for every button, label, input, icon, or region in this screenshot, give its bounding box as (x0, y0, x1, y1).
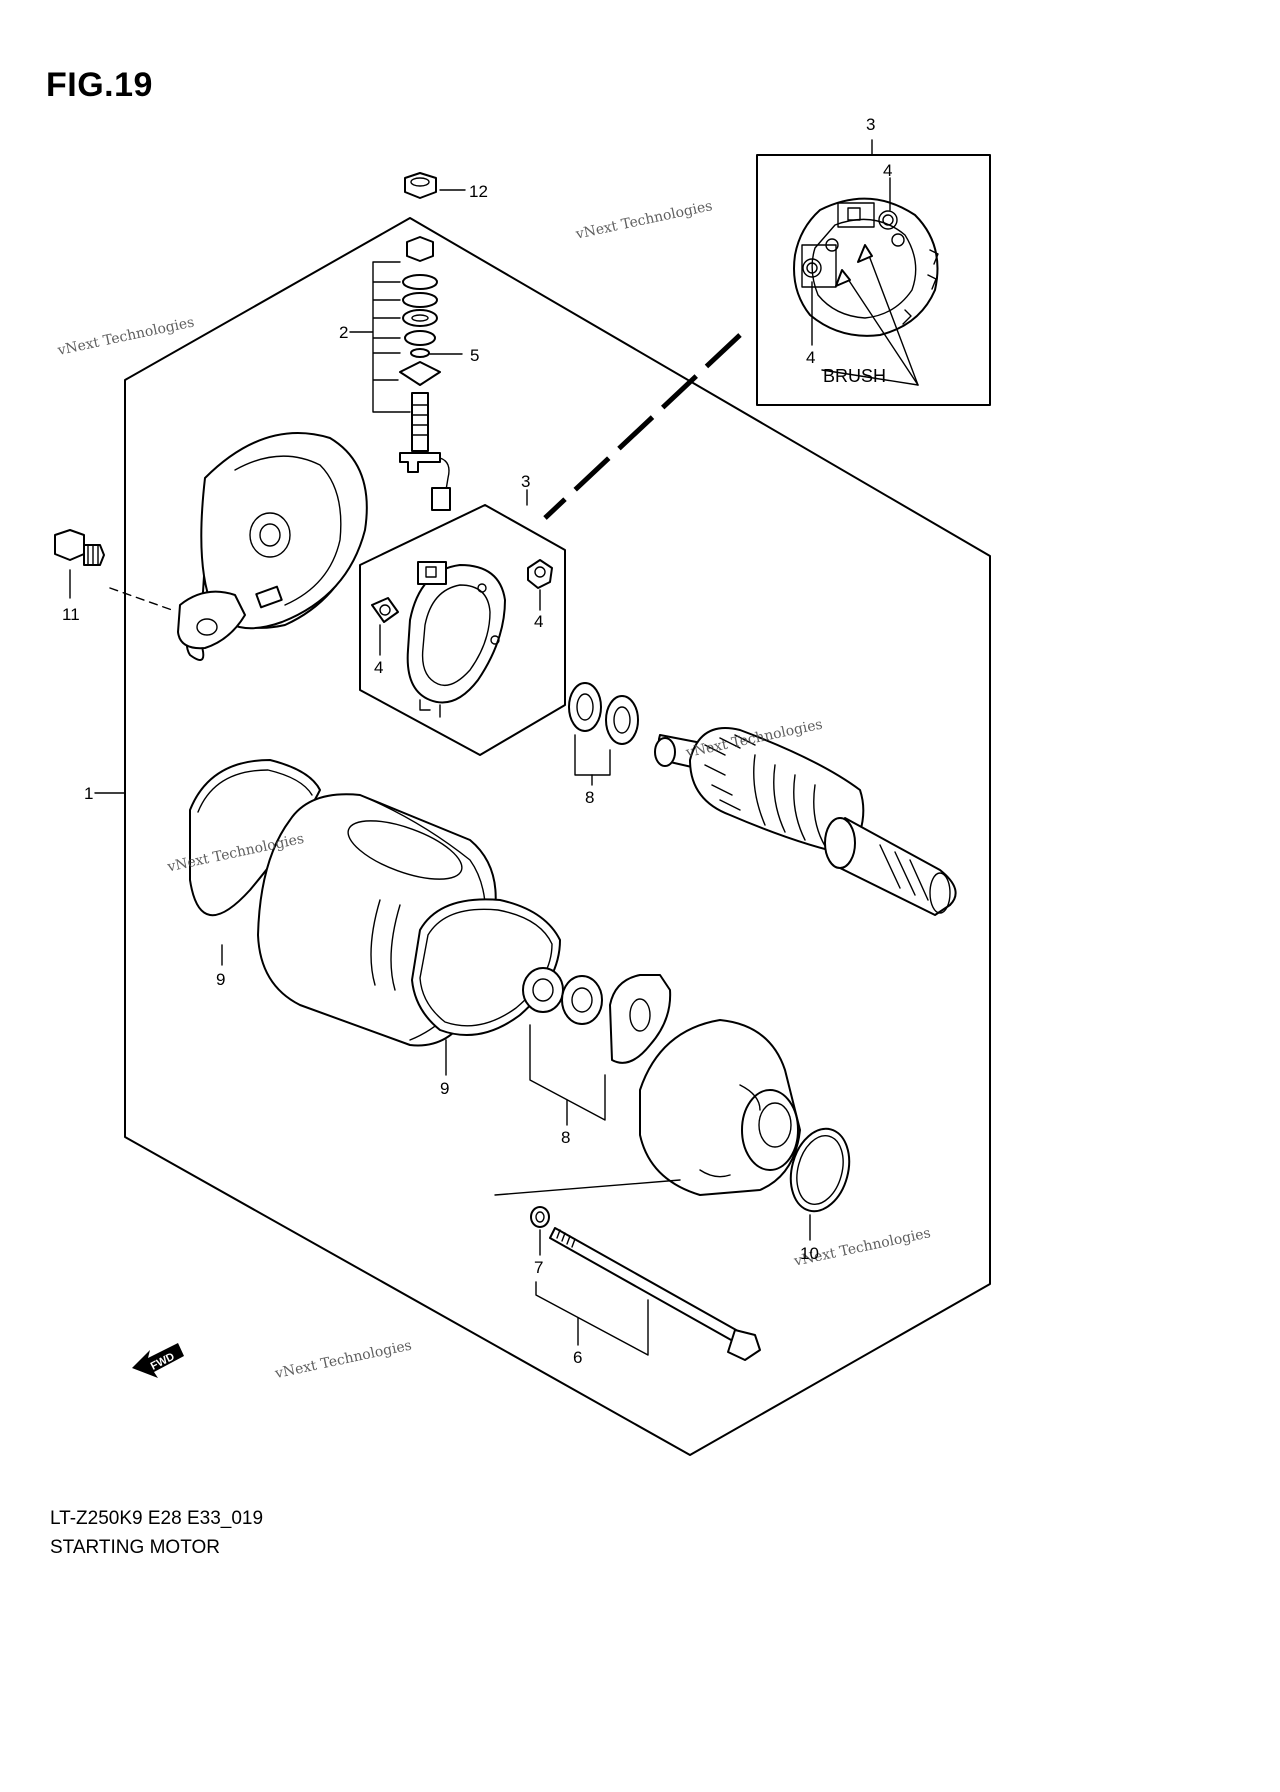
callout-5: 5 (470, 346, 479, 365)
diagram-code: LT-Z250K9 E28 E33_019 (50, 1508, 264, 1529)
callout-8-upper: 8 (585, 788, 594, 807)
callout-4-left: 4 (374, 658, 383, 677)
callout-2: 2 (339, 323, 348, 342)
callout-9-left: 9 (216, 970, 225, 989)
armature-drawing (654, 727, 957, 916)
part-7-washer-drawing (530, 1206, 550, 1228)
front-cover-drawing (639, 1019, 801, 1196)
callout-3-main: 3 (521, 472, 530, 491)
fwd-arrow: FWD (132, 1343, 184, 1378)
part-11-bolt-drawing (54, 529, 105, 566)
part-8-lower-washers-drawing (522, 967, 672, 1064)
inset-brush-plate-drawing (793, 197, 939, 337)
part-3-brush-plate-drawing (371, 559, 553, 718)
callout-9-mid: 9 (440, 1079, 449, 1098)
figure-title: FIG.19 (46, 66, 153, 104)
diagram-name: STARTING MOTOR (50, 1537, 220, 1558)
callout-4-right: 4 (534, 612, 543, 631)
callout-10: 10 (800, 1244, 819, 1263)
part-9-mid-oring-drawing (411, 898, 561, 1036)
part-2-terminal-stack-drawing (399, 236, 451, 511)
callout-4-inset-top: 4 (883, 161, 892, 180)
callout-6: 6 (573, 1348, 582, 1367)
part-6-through-bolt-drawing (549, 1227, 761, 1361)
callout-8-lower: 8 (561, 1128, 570, 1147)
fwd-label: FWD (149, 1351, 177, 1373)
inset-box (756, 154, 991, 406)
part-10-oring-drawing (789, 1127, 851, 1213)
watermark-text: vNext Technologies (273, 1338, 413, 1383)
assembly-outline (124, 217, 991, 1456)
callout-12: 12 (469, 182, 488, 201)
part-12-nut-drawing (404, 172, 437, 199)
callout-7: 7 (534, 1258, 543, 1277)
callout-4-inset-bottom: 4 (806, 348, 815, 367)
part-3-outline (359, 504, 566, 756)
callout-1: 1 (84, 784, 93, 803)
watermark-text: vNext Technologies (573, 198, 713, 243)
part-8-upper-washers-drawing (568, 682, 639, 745)
inset-pointer-line (543, 333, 742, 520)
rear-cover-drawing (177, 432, 368, 661)
callout-3-inset: 3 (866, 115, 875, 134)
brush-label: BRUSH (823, 366, 886, 386)
callout-11: 11 (62, 605, 80, 624)
